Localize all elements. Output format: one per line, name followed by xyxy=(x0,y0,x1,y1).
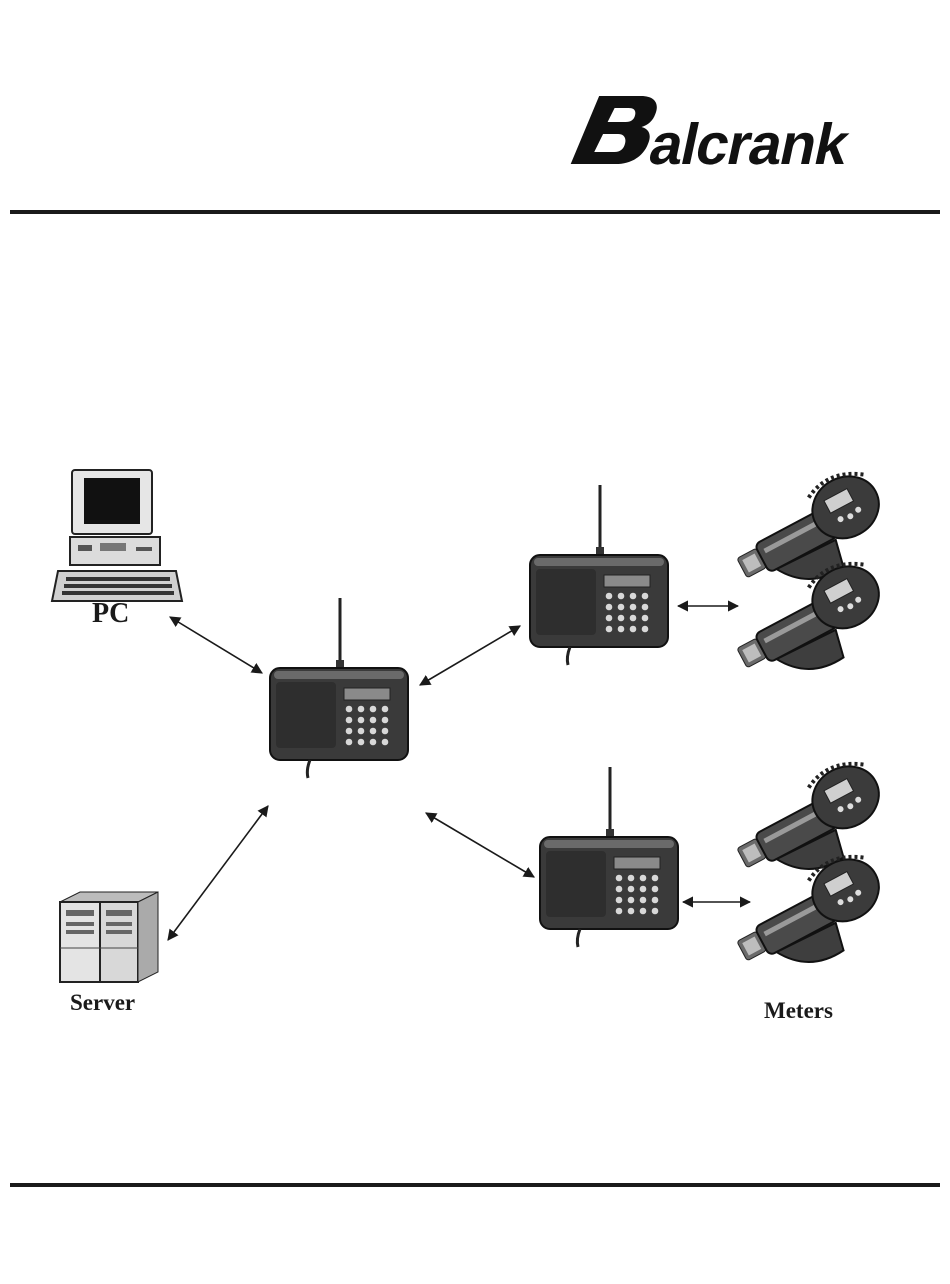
main-controller-icon xyxy=(270,598,408,778)
link-main-bottom-arrow xyxy=(426,813,534,877)
remote-controller-top-icon xyxy=(530,485,668,665)
meters-label: Meters xyxy=(764,998,833,1024)
link-main-top-arrow xyxy=(420,626,520,685)
server-label: Server xyxy=(70,990,135,1016)
network-diagram xyxy=(0,440,950,1060)
balcrank-logo: alcrank xyxy=(570,92,915,172)
balcrank-logo-graphic: alcrank xyxy=(570,92,915,172)
link-pc-main-arrow xyxy=(170,617,262,673)
footer-divider xyxy=(10,1183,940,1187)
link-main-server-arrow xyxy=(168,806,268,940)
remote-controller-bottom-icon xyxy=(540,767,678,947)
server-icon xyxy=(60,892,158,982)
header-divider xyxy=(10,210,940,214)
pc-icon xyxy=(52,470,182,601)
pc-label: PC xyxy=(92,598,129,630)
network-diagram-graphic xyxy=(0,440,950,1060)
svg-text:alcrank: alcrank xyxy=(644,113,855,172)
